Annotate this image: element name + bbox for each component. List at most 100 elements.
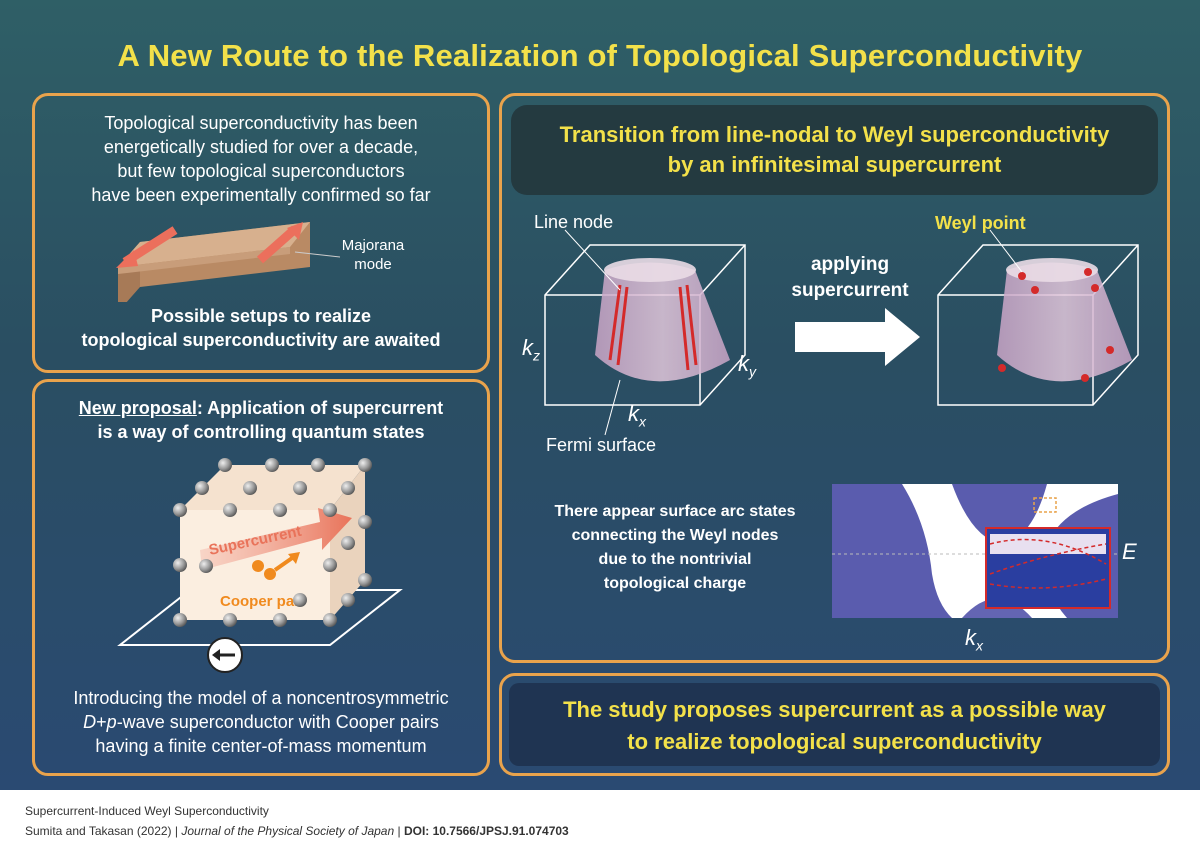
zoom-region-marker xyxy=(1033,497,1057,513)
conclusion-line: The study proposes supercurrent as a pos… xyxy=(563,697,1106,722)
bulk-band-left xyxy=(832,484,952,618)
lattice-atom xyxy=(223,503,237,517)
axis-kx-k: k xyxy=(628,401,639,426)
slab-top-edge xyxy=(118,247,290,274)
lattice-atom xyxy=(199,559,213,573)
footer-citation: Sumita and Takasan (2022) | Journal of t… xyxy=(25,824,569,838)
conclusion-inner-box xyxy=(509,683,1160,766)
model-p-symbol: p xyxy=(106,712,117,732)
arc-states-text: There appear surface arc states connecti… xyxy=(510,500,840,596)
lattice-atom xyxy=(273,613,287,627)
proposal-line2: is a way of controlling quantum states xyxy=(97,422,425,442)
model-line3: having a finite center-of-mass momentum xyxy=(95,736,427,756)
model-plus-symbol: + xyxy=(96,712,107,732)
arrow-head-left-icon xyxy=(116,250,138,268)
energy-axis-label: E xyxy=(1122,539,1137,564)
lattice-atom xyxy=(311,458,325,472)
lattice-atom xyxy=(358,458,372,472)
model-line2: D+p-wave superconductor with Cooper pair… xyxy=(40,710,482,734)
axis-kz-label: kz xyxy=(522,336,562,367)
cooper-pair-label: Cooper pair xyxy=(220,593,304,610)
arc-line: due to the nontrivial xyxy=(598,551,752,568)
intro-line: have been experimentally confirmed so fa… xyxy=(91,185,431,205)
page-title: A New Route to the Realization of Topolo… xyxy=(117,38,1083,73)
proposal-prefix: New proposal xyxy=(78,398,197,418)
lattice-atom xyxy=(323,558,337,572)
cooper-electron-1 xyxy=(252,560,264,572)
axis-ky-sub: y xyxy=(749,363,756,380)
conclusion-panel xyxy=(499,673,1170,776)
intro-line: energetically studied for over a decade, xyxy=(103,137,419,157)
intro-line: Topological superconductivity has been xyxy=(104,113,418,133)
conclusion-line: to realize topological superconductivity xyxy=(627,729,1042,754)
transition-heading: Transition from line-nodal to Weyl super… xyxy=(511,120,1158,180)
lattice-atom xyxy=(273,503,287,517)
line-node-label: Line node xyxy=(534,212,614,232)
lattice-atom xyxy=(323,503,337,517)
fermi-surface-left xyxy=(595,262,730,382)
bz-edge xyxy=(699,244,746,296)
model-line1: Introducing the model of a noncentrosymm… xyxy=(73,688,449,708)
applying-line: applying xyxy=(810,254,890,275)
weyl-node xyxy=(1091,284,1099,292)
model-line2-rest: -wave superconductor with Cooper pairs xyxy=(116,712,439,732)
heading-line: Transition from line-nodal to Weyl super… xyxy=(559,122,1110,147)
weyl-node xyxy=(1018,272,1026,280)
footer-separator: | xyxy=(171,824,182,838)
line-node xyxy=(608,284,622,361)
conclusion-line: Possible setups to realize xyxy=(150,306,372,326)
lattice-atom xyxy=(265,458,279,472)
cooper-electron-2 xyxy=(264,568,276,580)
lattice-atom xyxy=(323,613,337,627)
model-description: Introducing the model of a noncentrosymm… xyxy=(40,686,482,758)
supercurrent-arrow xyxy=(200,508,352,570)
arrow-head-right-icon xyxy=(287,222,303,240)
lattice-atom xyxy=(293,593,307,607)
fermi-surface-diagram xyxy=(544,229,1139,436)
surface-arc-curve xyxy=(989,543,1107,575)
lattice-atom xyxy=(173,558,187,572)
majorana-label-line: mode xyxy=(354,256,392,273)
surface-arc-curve xyxy=(989,578,1107,589)
lattice-atom xyxy=(293,481,307,495)
lattice-atom xyxy=(195,481,209,495)
proposal-rest: : Application of supercurrent xyxy=(196,398,444,418)
lattice-atom xyxy=(218,458,232,472)
axis-kx-label: kx xyxy=(628,402,668,433)
majorana-label-line: Majorana xyxy=(341,237,405,254)
lattice-atom xyxy=(173,613,187,627)
cooper-arrow-head-icon xyxy=(288,552,300,564)
lattice-atom xyxy=(358,515,372,529)
line-node xyxy=(678,286,690,371)
weyl-node xyxy=(1106,346,1114,354)
inset-gap xyxy=(990,534,1106,554)
footer-journal: Journal of the Physical Society of Japan xyxy=(181,824,395,838)
arc-line: topological charge xyxy=(603,575,747,592)
majorana-label: Majorana mode xyxy=(328,236,418,274)
intro-line: but few topological superconductors xyxy=(117,161,405,181)
bz-box-right xyxy=(937,244,1139,406)
line-node-leader xyxy=(564,229,621,291)
fermi-leader xyxy=(604,379,621,436)
lattice-atom xyxy=(341,481,355,495)
fermi-surface-right xyxy=(997,262,1132,382)
lattice-atom xyxy=(341,593,355,607)
spectrum-kx-sub: x xyxy=(976,637,983,654)
weyl-node xyxy=(1031,286,1039,294)
footer-doi: DOI: 10.7566/JPSJ.91.074703 xyxy=(403,824,569,838)
lattice-atom xyxy=(243,481,257,495)
plane-outline xyxy=(117,589,403,646)
proposal-panel xyxy=(32,379,490,776)
model-d-symbol: D xyxy=(83,712,97,732)
cube-top xyxy=(180,465,365,510)
weyl-node xyxy=(1081,374,1089,382)
intro-panel xyxy=(32,93,490,373)
conclusion-line: topological superconductivity are awaite… xyxy=(81,330,441,350)
bz-box-left xyxy=(544,244,746,406)
arc-line: connecting the Weyl nodes xyxy=(571,527,779,544)
axis-ky-k: k xyxy=(738,351,749,376)
footer-separator: | xyxy=(394,824,404,838)
transition-arrow-icon xyxy=(795,308,920,366)
lattice-atom xyxy=(173,503,187,517)
majorana-arrow-right xyxy=(257,225,298,264)
